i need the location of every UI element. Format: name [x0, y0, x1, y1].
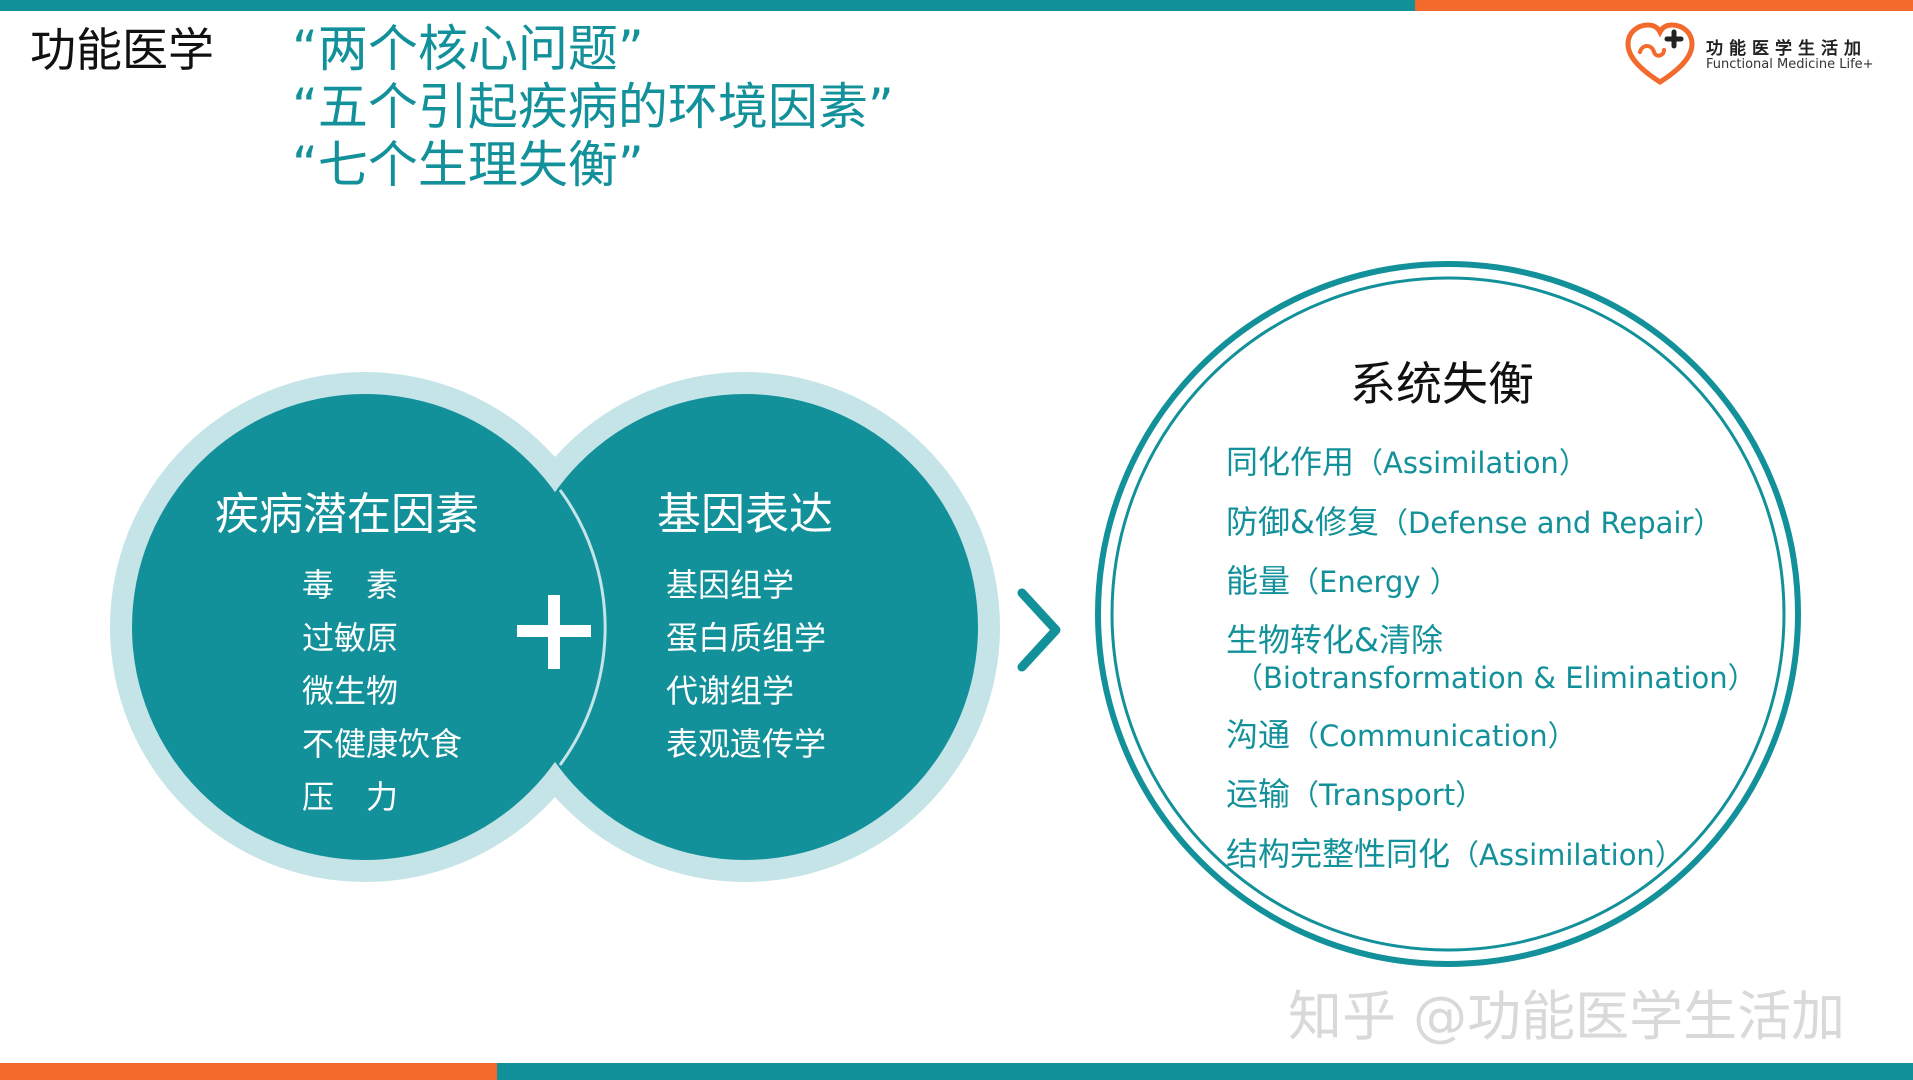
quote-seven-imbalances: “七个生理失衡” — [292, 136, 644, 194]
right-item-proteomics: 蛋白质组学 — [666, 619, 827, 657]
system-item-label: 结构完整性同化 — [1226, 835, 1451, 873]
right-circle-title: 基因表达 — [657, 489, 833, 540]
overlap-separator-arc — [558, 489, 607, 766]
right-item-epigenetics: 表观遗传学 — [666, 725, 827, 763]
left-item-allergens: 过敏原 — [302, 619, 399, 657]
quote-two-core-questions: “两个核心问题” — [292, 20, 644, 78]
system-item-label-en: （Assimilation） — [1354, 446, 1588, 480]
system-item-communication: 沟通（Communication） — [1226, 710, 1577, 756]
right-item-genomics: 基因组学 — [666, 566, 795, 604]
plus-icon — [517, 595, 591, 669]
system-item-assimilation: 同化作用（Assimilation） — [1226, 437, 1588, 483]
top-accent-bar-orange — [1415, 0, 1913, 11]
system-item-label: 防御&修复 — [1226, 503, 1379, 541]
logo-text-cn: 功能医学生活加 — [1706, 39, 1867, 59]
system-item-label: 沟通 — [1226, 716, 1291, 754]
system-item-label: 生物转化&清除 — [1226, 621, 1443, 659]
left-item-diet: 不健康饮食 — [302, 725, 463, 763]
chevron-right-icon — [1017, 588, 1061, 672]
left-item-stress: 压 力 — [302, 778, 399, 816]
system-item-biotransformation-en: （Biotransformation & Elimination） — [1234, 661, 1757, 695]
system-circle — [1095, 261, 1801, 967]
left-item-toxins: 毒 素 — [302, 566, 399, 604]
left-item-microbes: 微生物 — [302, 672, 399, 710]
right-circle — [512, 394, 978, 860]
system-item-label: 同化作用 — [1226, 443, 1355, 481]
left-circle — [132, 394, 598, 860]
venn-diagram — [110, 372, 1000, 882]
system-item-label-en: （Communication） — [1290, 719, 1577, 753]
system-item-biotransformation: 生物转化&清除 — [1226, 615, 1443, 661]
top-accent-bar-teal — [0, 0, 1415, 11]
system-item-label-en: （Energy ） — [1290, 565, 1459, 599]
bottom-accent-bar-orange — [0, 1063, 497, 1080]
system-item-structural-integrity: 结构完整性同化（Assimilation） — [1226, 829, 1684, 875]
system-item-label-en: （Transport） — [1290, 778, 1485, 812]
bottom-accent-bar-teal — [497, 1063, 1913, 1080]
system-item-label: 能量 — [1226, 562, 1291, 600]
system-item-label-en: （Defense and Repair） — [1378, 506, 1723, 540]
right-item-metabolomics: 代谢组学 — [666, 672, 795, 710]
system-item-label: 运输 — [1226, 775, 1291, 813]
system-title: 系统失衡 — [1350, 357, 1534, 411]
system-item-defense-repair: 防御&修复（Defense and Repair） — [1226, 497, 1722, 543]
logo-text-en: Functional Medicine Life+ — [1706, 57, 1874, 72]
system-item-transport: 运输（Transport） — [1226, 769, 1484, 815]
system-item-label-en: （Assimilation） — [1450, 838, 1684, 872]
heart-logo-icon — [1625, 22, 1695, 85]
system-item-energy: 能量（Energy ） — [1226, 556, 1459, 602]
slide-title: 功能医学 — [30, 23, 214, 77]
left-circle-title: 疾病潜在因素 — [215, 489, 479, 540]
zhihu-watermark: 知乎 @功能医学生活加 — [1288, 985, 1846, 1048]
quote-five-environmental-factors: “五个引起疾病的环境因素” — [292, 78, 894, 136]
